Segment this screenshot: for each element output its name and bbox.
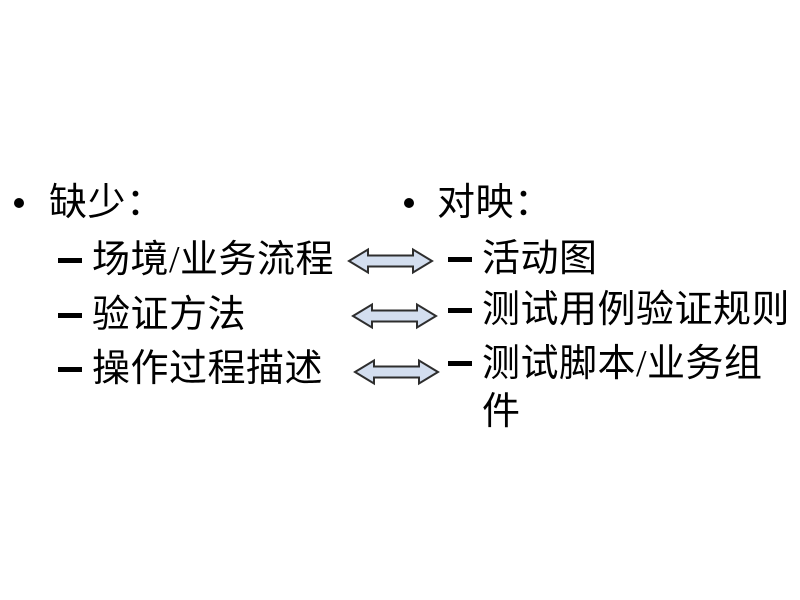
right-list-title-row: 对映： [404,181,553,225]
right-list-item-2: 测试用例验证规则 [448,288,790,332]
left-item-text: 验证方法 [92,294,247,336]
left-list-item-1: 场境/业务流程 [58,238,334,282]
right-item-text: 测试用例验证规则 [482,289,791,331]
double-arrow-shape [353,358,440,386]
right-item-text: 活动图 [482,238,598,280]
double-arrow-icon [353,358,440,386]
double-arrow-icon [347,247,434,275]
bullet-dot-icon [14,198,24,208]
right-item-text: 测试脚本/业务组 件 [482,340,763,436]
dash-bullet-icon [448,361,472,366]
right-item-3-line-1: 测试脚本/业务组 [482,343,763,385]
dash-bullet-icon [448,256,472,262]
right-item-3-line-2: 件 [482,391,521,433]
left-item-text: 场境/业务流程 [92,239,335,281]
right-list-title: 对映： [437,182,553,224]
double-arrow-icon [351,302,438,330]
double-arrow-shape [351,302,438,330]
bullet-dot-icon [404,198,414,208]
double-arrow-shape [347,247,434,275]
right-list-item-3: 测试脚本/业务组 件 [448,340,763,436]
dash-bullet-icon [58,366,82,372]
left-item-text: 操作过程描述 [92,348,324,390]
dash-bullet-icon [448,307,472,313]
right-list-item-1: 活动图 [448,237,598,281]
dash-bullet-icon [58,312,82,318]
left-list-item-2: 验证方法 [58,293,246,337]
left-list-item-3: 操作过程描述 [58,347,323,391]
left-list-title: 缺少： [49,182,165,224]
dash-bullet-icon [58,257,82,263]
left-list-title-row: 缺少： [14,181,165,225]
